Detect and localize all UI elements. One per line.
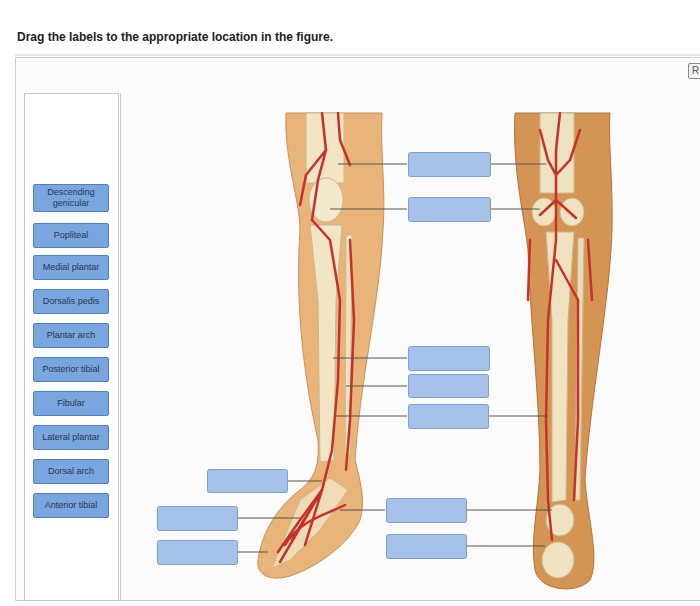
reset-button: R [688,63,700,79]
tile-text: Lateral plantar [39,432,103,443]
label-tile: Dorsalis pedis [33,289,109,314]
tile-text: Posterior tibial [39,364,102,375]
tile-text: Dorsal arch [45,466,97,477]
tile-text: Descending genicular [34,187,108,209]
tile-text: Dorsalis pedis [40,296,103,307]
page-title: Drag the labels to the appropriate locat… [17,30,333,44]
label-tile: Posterior tibial [33,357,109,382]
button-text: R [692,65,699,76]
label-tile: Popliteal [33,223,109,248]
tile-text: Plantar arch [44,330,99,341]
label-tile: Plantar arch [33,323,109,348]
tile-text: Medial plantar [40,262,103,273]
label-tile: Fibular [33,391,109,416]
label-tile: Medial plantar [33,255,109,280]
label-tile: Dorsal arch [33,459,109,484]
label-tile: Anterior tibial [33,493,109,518]
label-tile: Lateral plantar [33,425,109,450]
label-tile: Descending genicular [33,184,109,212]
tile-text: Anterior tibial [42,500,101,511]
tile-text: Fibular [54,398,88,409]
tile-text: Popliteal [51,230,92,241]
